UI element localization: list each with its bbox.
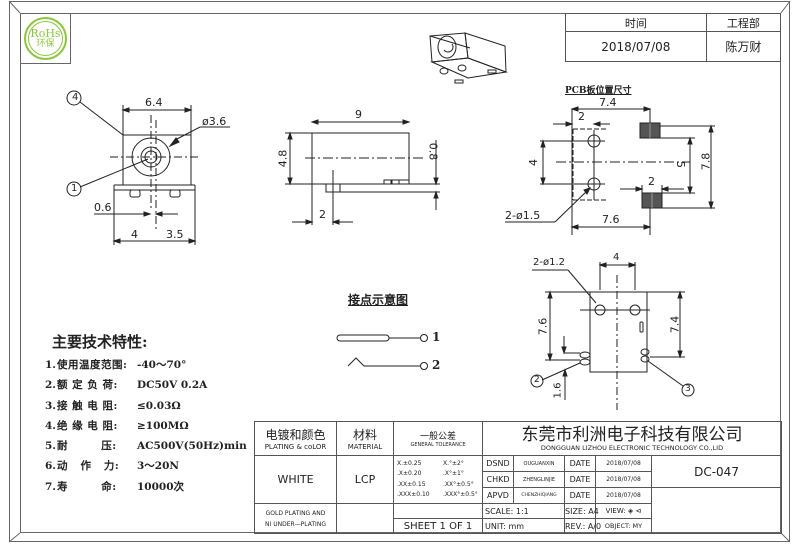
dim-bottom-hole-diameter: 2-ø1.2 bbox=[533, 257, 565, 268]
spec-item: 3.接 触 电 阻:≤0.03Ω bbox=[45, 399, 181, 412]
tolerance-blank bbox=[393, 503, 483, 519]
side-view bbox=[285, 119, 440, 225]
dim-pcb-hole-diameter: 2-ø1.5 bbox=[505, 209, 541, 222]
spec-item: 2.额 定 负 荷:DC50V 0.2A bbox=[45, 379, 208, 392]
dim-bottom-left-height: 7.6 bbox=[536, 317, 550, 336]
approval-engineer: 陈万财 bbox=[705, 31, 782, 62]
object-value: OBJECT: MY bbox=[595, 518, 652, 534]
pcb-layout-view bbox=[505, 106, 715, 235]
isometric-view bbox=[429, 32, 508, 84]
spec-item: 4.绝 缘 电 阻:≥100MΩ bbox=[45, 419, 189, 432]
dsnd-label: DSND bbox=[482, 455, 514, 472]
front-view bbox=[66, 90, 230, 245]
spec-item: 6.动 作 力:3～20N bbox=[45, 460, 180, 473]
company-cell: 东莞市利洲电子科技有限公司 DONGGUAN LIZHOU ELECTRONIC… bbox=[481, 421, 783, 456]
color-value: WHITE bbox=[254, 455, 337, 504]
material-value: LCP bbox=[336, 455, 394, 504]
callout-2: 2 bbox=[534, 375, 540, 385]
dim-side-length: 9 bbox=[355, 108, 362, 121]
terminal-1-label: 1 bbox=[432, 330, 441, 344]
blank-cell bbox=[650, 487, 783, 534]
title-block: 电镀和颜色 PLATING & coLOR 材料 MATERIAL 一般公差 G… bbox=[254, 421, 783, 534]
dim-pcb-hole-spacing-x: 2 bbox=[578, 110, 585, 123]
contact-diagram bbox=[336, 334, 428, 370]
dim-front-left: 4 bbox=[131, 228, 138, 241]
dim-front-offset: 0.6 bbox=[94, 201, 112, 214]
dim-side-height: 4.8 bbox=[276, 149, 290, 168]
plating-note: GOLD PLATING AND NI UNDER—PLATING bbox=[254, 503, 337, 534]
spec-item: 1.使用温度范围:-40～70° bbox=[45, 359, 187, 371]
rohs-logo-box: RoHs 环保 bbox=[20, 13, 71, 64]
dim-front-diameter: ø3.6 bbox=[202, 115, 227, 128]
chkd-date: 2018/07/08 bbox=[595, 471, 652, 488]
apvd-date-label: DATE bbox=[564, 487, 596, 504]
revision-value: REV.: A/0 bbox=[564, 518, 601, 534]
dim-pcb-hole-spacing-y: 4 bbox=[527, 159, 540, 166]
dim-side-pin-height: 0.8 bbox=[426, 142, 440, 161]
approval-table: 时间 工程部 2018/07/08 陈万财 bbox=[565, 13, 782, 62]
contact-diagram-title: 接点示意图 bbox=[348, 293, 409, 307]
dim-bottom-pin: 1.6 bbox=[552, 382, 564, 399]
size-value: SIZE: A4 bbox=[564, 503, 599, 519]
dsnd-date: 2018/07/08 bbox=[595, 455, 652, 472]
callout-1: 1 bbox=[71, 183, 78, 194]
dsnd-name: OUGUANXIN bbox=[513, 455, 565, 472]
callout-3: 3 bbox=[685, 384, 691, 394]
approval-date: 2018/07/08 bbox=[565, 31, 707, 62]
unit-value: UNIT: mm bbox=[482, 518, 565, 534]
chkd-label: CHKD bbox=[482, 471, 514, 488]
pcb-layout-title: PCB板位置尺寸 bbox=[565, 86, 632, 96]
plating-header: 电镀和颜色 PLATING & coLOR bbox=[254, 421, 337, 456]
tolerance-header: 一般公差 GENERAL TOLERANCE bbox=[393, 421, 483, 456]
spec-item: 7.寿 命:10000次 bbox=[45, 480, 185, 493]
part-number: DC-047 bbox=[650, 455, 783, 488]
dim-front-right: 3.5 bbox=[166, 228, 184, 241]
approval-header-dept: 工程部 bbox=[705, 13, 782, 32]
dim-pcb-overall: 7.8 bbox=[699, 152, 713, 171]
spec-item: 5.耐 压:AC500V(50Hz)min bbox=[45, 440, 247, 453]
apvd-name: CHENZHIQIANG bbox=[513, 487, 565, 504]
sheet-number: SHEET 1 OF 1 bbox=[393, 518, 483, 534]
bottom-view bbox=[530, 262, 695, 410]
dim-pcb-bottom: 7.6 bbox=[602, 213, 620, 226]
callout-4: 4 bbox=[72, 92, 79, 103]
view-symbol: VIEW: ◈ ⊲ bbox=[595, 503, 652, 519]
drawing-outer-frame bbox=[9, 1, 790, 542]
dim-pcb-pad-width: 2 bbox=[648, 175, 655, 188]
dsnd-date-label: DATE bbox=[564, 455, 596, 472]
dim-side-pin-offset: 2 bbox=[319, 208, 326, 221]
apvd-date: 2018/07/08 bbox=[595, 487, 652, 504]
material-header: 材料 MATERIAL bbox=[336, 421, 394, 456]
scale-value: SCALE: 1:1 bbox=[482, 503, 565, 519]
dim-pcb-pad-spacing: 5 bbox=[674, 161, 687, 168]
dim-pcb-top: 7.4 bbox=[599, 96, 617, 109]
terminal-2-label: 2 bbox=[432, 358, 441, 372]
material-note-blank bbox=[336, 503, 394, 534]
rohs-logo: RoHs 环保 bbox=[24, 17, 67, 60]
specs-list: 1.使用温度范围:-40～70° 2.额 定 负 荷:DC50V 0.2A 3.… bbox=[45, 355, 247, 497]
chkd-name: ZHENGLINJIE bbox=[513, 471, 565, 488]
chkd-date-label: DATE bbox=[564, 471, 596, 488]
apvd-label: APVD bbox=[482, 487, 514, 504]
specs-title: 主要技术特性: bbox=[52, 333, 148, 351]
dim-bottom-right-height: 7.4 bbox=[668, 315, 682, 334]
dim-bottom-hole-spacing: 4 bbox=[613, 252, 620, 263]
dim-front-width: 6.4 bbox=[145, 96, 163, 109]
